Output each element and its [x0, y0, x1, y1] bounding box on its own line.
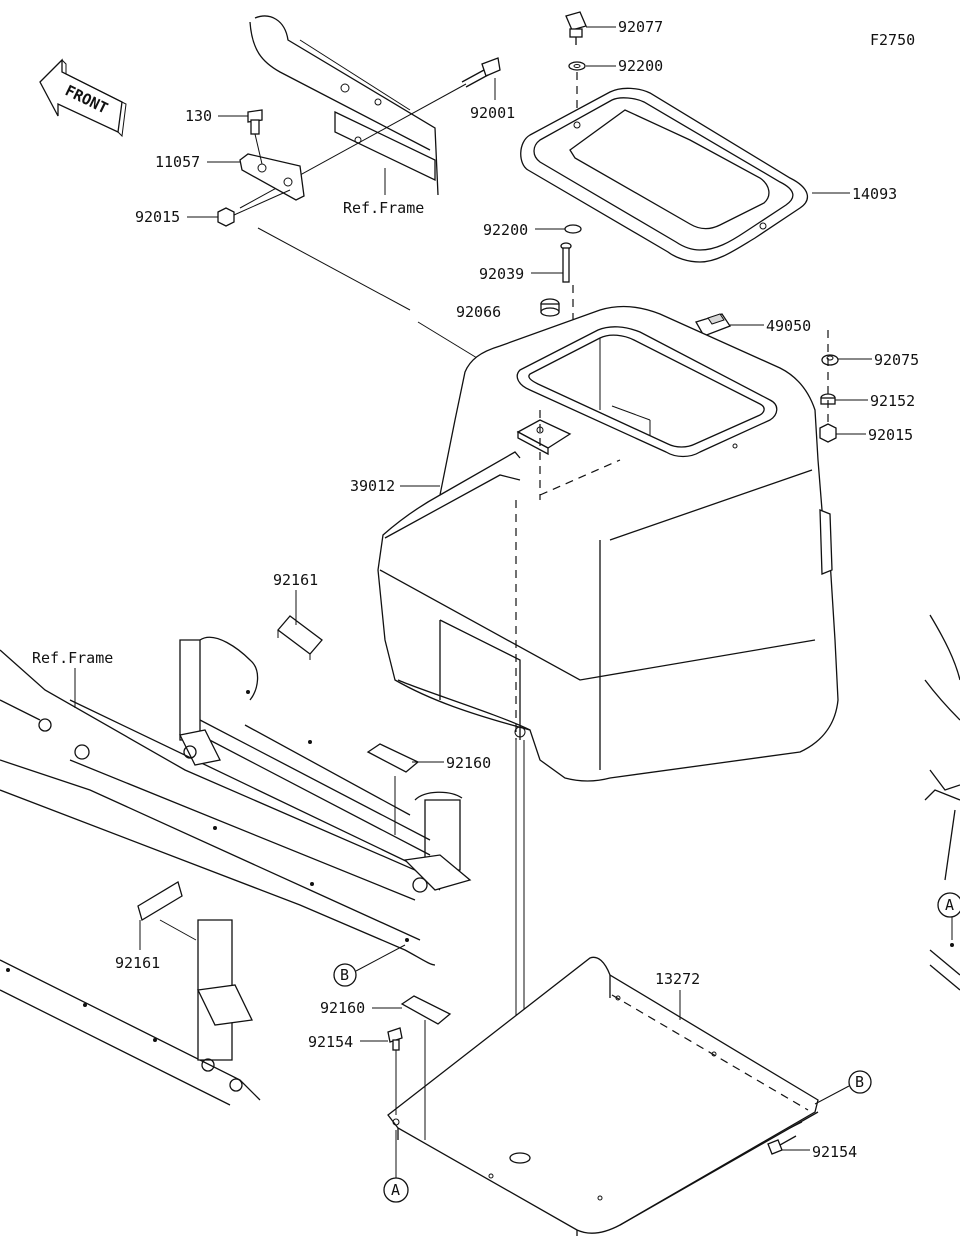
callout-92075: 92075: [874, 351, 919, 369]
ref-marker-b-left-text: B: [340, 966, 349, 984]
callout-39012: 39012: [350, 477, 395, 495]
floor-plate-13272: [387, 956, 819, 1236]
ref-frame-label-bottom: Ref.Frame: [32, 649, 113, 667]
callout-92154-right: 92154: [812, 1143, 857, 1161]
callout-92152: 92152: [870, 392, 915, 410]
nut-92015-left-icon: [217, 207, 235, 227]
callout-92160-mid: 92160: [446, 754, 491, 772]
callout-92001: 92001: [470, 104, 515, 122]
callout-92015-left: 92015: [135, 208, 180, 226]
callout-92161-top: 92161: [273, 571, 318, 589]
pad-92160-mid-icon: [366, 743, 420, 773]
bolt-130-icon: [247, 109, 263, 135]
washer-92200-mid-icon: [564, 224, 582, 234]
callout-13272: 13272: [655, 970, 700, 988]
rivet-92039-icon: [560, 242, 572, 283]
callout-92161-bottom: 92161: [115, 954, 160, 972]
callout-92077: 92077: [618, 18, 663, 36]
washer-92200-top-icon: [568, 61, 586, 71]
ref-marker-a-bottom-text: A: [391, 1181, 400, 1199]
pad-92160-bottom-icon: [400, 995, 452, 1025]
ref-marker-b-right-text: B: [855, 1073, 864, 1091]
lid-14093: [520, 87, 809, 263]
key-92077-icon: [565, 11, 587, 45]
nut-92015-right-icon: [819, 423, 837, 443]
callout-92200-mid: 92200: [483, 221, 528, 239]
callout-92039: 92039: [479, 265, 524, 283]
grommet-92075-icon: [821, 354, 839, 366]
storage-box-39012: [377, 305, 839, 782]
callout-130: 130: [185, 107, 212, 125]
pad-92161-top-icon: [277, 615, 323, 660]
ref-marker-a-right: A: [937, 892, 960, 940]
ref-frame-label-top: Ref.Frame: [343, 199, 424, 217]
callout-49050: 49050: [766, 317, 811, 335]
callout-92200-top: 92200: [618, 57, 663, 75]
figure-code: F2750: [870, 31, 915, 49]
latch-49050-icon: [695, 313, 731, 337]
bolt-92154-left-icon: [387, 1027, 403, 1051]
callout-11057: 11057: [155, 153, 200, 171]
ref-marker-a-right-text: A: [945, 896, 954, 914]
cap-92066-icon: [540, 298, 560, 317]
ref-marker-a-bottom: A: [383, 1130, 409, 1203]
pad-92161-bottom-icon: [137, 881, 183, 921]
callout-92160-bottom: 92160: [320, 999, 365, 1017]
upper-frame-rail: [249, 15, 439, 196]
ref-marker-b-left: B: [333, 944, 406, 987]
lower-frame: [0, 636, 472, 1106]
bracket-11057-icon: [239, 133, 305, 201]
callout-92015-right: 92015: [868, 426, 913, 444]
callout-14093: 14093: [852, 185, 897, 203]
callout-92154-left: 92154: [308, 1033, 353, 1051]
front-arrow-icon: FRONT: [39, 58, 127, 138]
ref-marker-b-right: B: [814, 1070, 872, 1105]
callout-92066: 92066: [456, 303, 501, 321]
right-partial-frame: [924, 614, 960, 991]
